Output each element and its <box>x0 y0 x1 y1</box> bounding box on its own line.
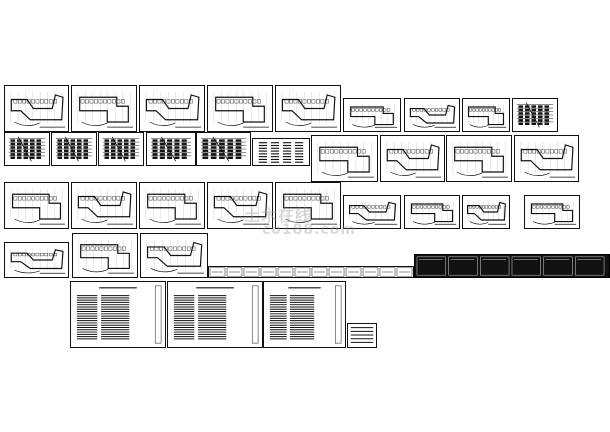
drawing-sheet-floor-plan-l <box>462 98 510 132</box>
drawing-sheet-floor-plan <box>514 135 579 182</box>
drawing-sheet-floor-plan <box>446 135 512 182</box>
drawing-sheet-drawing-list <box>167 281 263 348</box>
watermark-logo-text: 土木在线 <box>244 206 313 225</box>
drawing-sheet-system-diagram <box>51 132 97 166</box>
drawing-sheet-floor-plan <box>72 233 138 278</box>
drawing-sheet-legend-table <box>252 138 310 166</box>
drawing-sheet-system-diagram <box>196 132 251 166</box>
drawing-sheet-system-diagram <box>512 98 558 132</box>
drawing-sheet-floor-plan <box>71 85 137 132</box>
drawing-sheet-floor-plan-l <box>343 195 401 229</box>
drawing-sheet-dark-panel <box>414 254 610 278</box>
drawing-sheet-system-diagram <box>98 132 144 166</box>
drawing-sheet-floor-plan <box>4 85 69 132</box>
drawing-sheet-floor-plan-l <box>462 195 510 229</box>
drawing-sheet-floor-plan <box>139 85 205 132</box>
drawing-sheet-floor-plan <box>71 182 137 229</box>
drawing-sheet-floor-plan <box>4 242 69 278</box>
drawing-sheet-floor-plan <box>275 182 341 229</box>
drawing-sheet-small-table <box>347 323 377 348</box>
drawing-sheet-floor-plan <box>311 135 378 182</box>
drawing-sheet-floor-plan <box>207 85 273 132</box>
drawing-sheet-floor-plan-l <box>343 98 401 132</box>
watermark-url-text: co188.com <box>262 222 356 238</box>
drawing-sheet-system-diagram <box>146 132 196 166</box>
drawing-sheet-detail-strip <box>208 266 414 278</box>
drawing-sheet-floor-plan <box>207 182 273 229</box>
drawing-sheet-floor-plan-l <box>404 98 460 132</box>
drawing-sheet-drawing-list <box>263 281 346 348</box>
drawing-sheet-floor-plan <box>380 135 445 182</box>
drawing-sheet-floor-plan <box>139 182 205 229</box>
drawing-sheet-floor-plan-l <box>524 195 580 229</box>
drawing-sheet-floor-plan-l <box>404 195 460 229</box>
drawing-sheet-system-diagram <box>4 132 50 166</box>
drawing-sheet-floor-plan <box>275 85 341 132</box>
drawing-sheet-drawing-list <box>70 281 166 348</box>
drawing-sheet-floor-plan <box>4 182 69 229</box>
drawing-sheet-floor-plan <box>140 233 208 278</box>
